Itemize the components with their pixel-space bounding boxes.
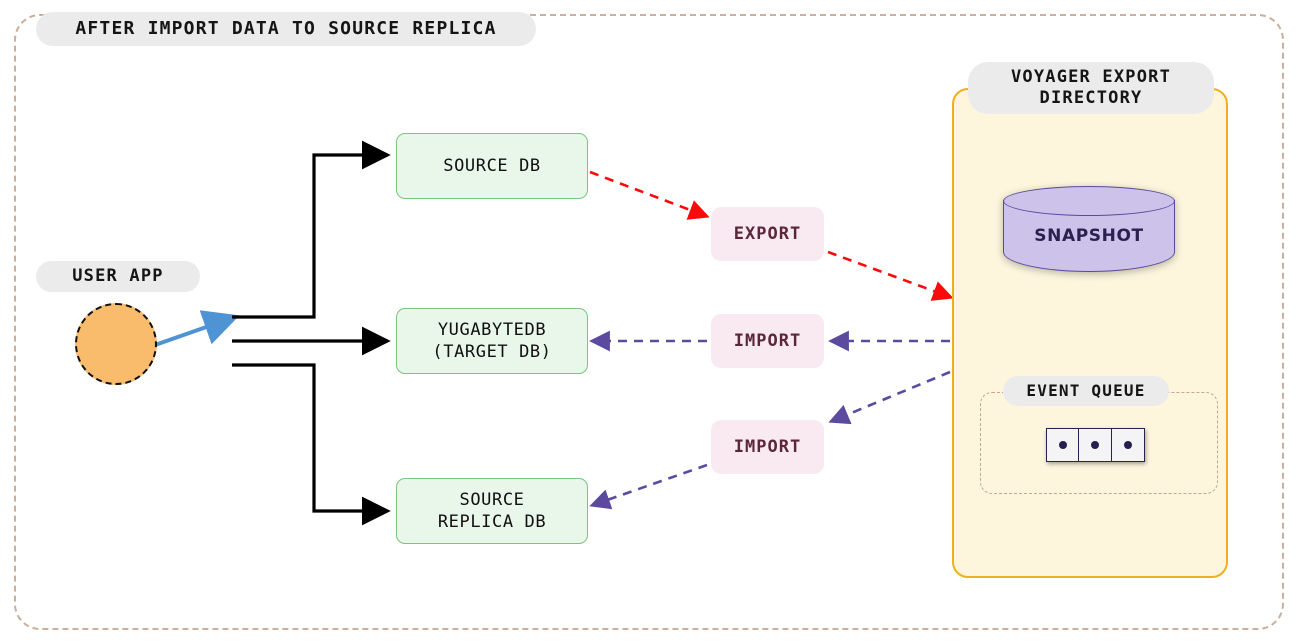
target-db-label-line1: YUGABYTEDB — [437, 319, 547, 340]
snapshot-label: SNAPSHOT — [1034, 226, 1144, 246]
target-db-label-line2: (TARGET DB) — [432, 342, 552, 362]
event-queue-cells — [1046, 428, 1145, 462]
snapshot-database-icon[interactable]: SNAPSHOT — [1003, 186, 1175, 286]
source-replica-db-node[interactable]: SOURCE REPLICA DB — [396, 478, 588, 544]
event-queue-cell — [1046, 428, 1080, 462]
voyager-title-line1: VOYAGER EXPORT — [1010, 67, 1172, 88]
source-db-node[interactable]: SOURCE DB — [396, 133, 588, 199]
source-replica-db-label-line1: SOURCE — [459, 489, 525, 510]
voyager-export-directory-label: VOYAGER EXPORT DIRECTORY — [968, 62, 1214, 114]
source-replica-db-label-line2: REPLICA DB — [437, 512, 547, 532]
target-db-node[interactable]: YUGABYTEDB (TARGET DB) — [396, 308, 588, 374]
event-queue-cell — [1110, 428, 1145, 462]
event-queue-cell — [1078, 428, 1113, 462]
user-app-label: USER APP — [36, 261, 200, 292]
source-db-label: SOURCE DB — [443, 155, 541, 176]
event-queue-label: EVENT QUEUE — [1003, 376, 1169, 406]
event-dot-icon — [1091, 441, 1100, 449]
voyager-export-directory-node[interactable] — [952, 88, 1228, 578]
voyager-title-line2: DIRECTORY — [1039, 88, 1143, 108]
import-target-action-label[interactable]: IMPORT — [711, 314, 824, 368]
source-replica-db-label: SOURCE REPLICA DB — [438, 489, 546, 533]
snapshot-cylinder-top — [1003, 186, 1175, 216]
diagram-outer-boundary — [14, 14, 1284, 630]
user-app-node[interactable] — [75, 303, 157, 385]
event-dot-icon — [1059, 441, 1067, 449]
event-dot-icon — [1123, 441, 1132, 449]
diagram-title: AFTER IMPORT DATA TO SOURCE REPLICA — [36, 12, 536, 46]
import-replica-action-label[interactable]: IMPORT — [711, 420, 824, 474]
export-action-label[interactable]: EXPORT — [711, 207, 824, 261]
target-db-label: YUGABYTEDB (TARGET DB) — [432, 319, 551, 363]
